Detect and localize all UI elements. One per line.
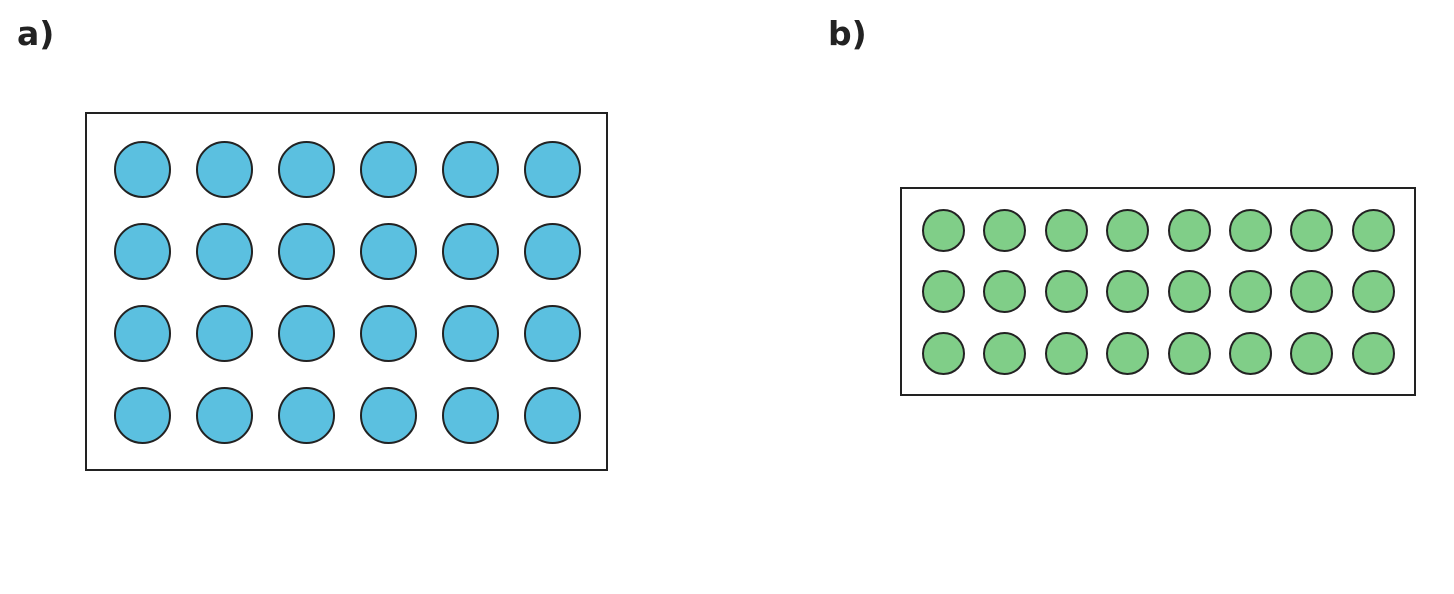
panel-a-circle — [278, 141, 335, 198]
panel-b-circle — [1229, 209, 1272, 252]
panel-b-circle — [922, 331, 965, 375]
panel-a-circle — [360, 223, 417, 280]
panel-a-circle — [114, 387, 171, 444]
panel-b-circle — [1351, 331, 1395, 375]
panel-b-circle — [922, 270, 965, 314]
panel-b-circle — [1290, 209, 1334, 252]
panel-b-circle — [1229, 270, 1272, 314]
panel-a-circle — [278, 223, 335, 280]
panel-b-label: b) — [828, 14, 867, 53]
panel-b-circle — [983, 270, 1027, 314]
panel-a-circle — [524, 387, 581, 444]
panel-a-circle — [196, 223, 253, 280]
panel-a-label: a) — [17, 14, 55, 53]
panel-a-circle — [442, 141, 499, 198]
panel-b-circle — [1290, 270, 1334, 314]
panel-b-circle — [1290, 331, 1334, 375]
panel-a-circle — [196, 305, 253, 362]
panel-b-grid — [900, 187, 1416, 396]
panel-b-circle — [1167, 270, 1211, 314]
panel-b-circle — [922, 209, 965, 252]
panel-b-circle — [1167, 209, 1211, 252]
panel-b-circle — [1351, 209, 1395, 252]
panel-b-circle — [1106, 331, 1150, 375]
panel-b-circle — [1351, 270, 1395, 314]
panel-b-circle — [1106, 270, 1150, 314]
panel-a-circle — [360, 387, 417, 444]
panel-a-circle — [196, 141, 253, 198]
panel-a-circle — [442, 305, 499, 362]
panel-b-circle — [1044, 209, 1088, 252]
panel-b-circle — [983, 209, 1027, 252]
panel-a-circle — [442, 387, 499, 444]
panel-b-circle — [983, 331, 1027, 375]
panel-a-circle — [278, 305, 335, 362]
panel-a-circle — [114, 141, 171, 198]
panel-a-circle — [196, 387, 253, 444]
panel-a-circle — [442, 223, 499, 280]
panel-a-circle — [278, 387, 335, 444]
panel-b-circle — [1044, 270, 1088, 314]
panel-a-circle — [524, 223, 581, 280]
panel-a-circle — [360, 305, 417, 362]
panel-a-circle — [114, 305, 171, 362]
panel-b-circle — [1229, 331, 1272, 375]
panel-b-circle — [1044, 331, 1088, 375]
panel-a-circle — [360, 141, 417, 198]
panel-a-circle — [524, 141, 581, 198]
panel-b-circle — [1106, 209, 1150, 252]
panel-a-circle — [114, 223, 171, 280]
panel-b-circle — [1167, 331, 1211, 375]
panel-a-circle — [524, 305, 581, 362]
panel-a-grid — [85, 112, 608, 471]
